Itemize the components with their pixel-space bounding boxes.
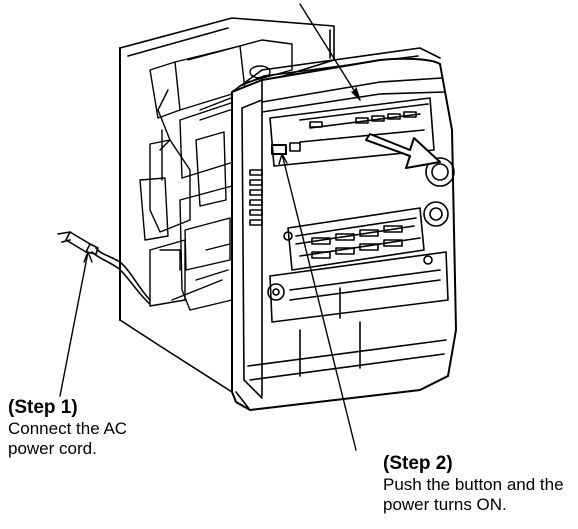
step1-title: (Step 1) bbox=[8, 397, 78, 418]
tray-arrow bbox=[365, 133, 441, 169]
ac-power-cord bbox=[57, 231, 151, 305]
step2-line-2: power turns ON. bbox=[383, 495, 507, 514]
step1-line-1: Connect the AC bbox=[8, 419, 128, 438]
top-leader-line bbox=[299, 3, 361, 101]
step1-leader-line bbox=[59, 251, 89, 397]
front-panel bbox=[231, 57, 457, 411]
step1-line-2: power cord. bbox=[8, 439, 97, 458]
step2-title: (Step 2) bbox=[383, 453, 453, 474]
step2-leader-line bbox=[281, 153, 357, 451]
step2-line-1: Push the button and the bbox=[383, 475, 564, 494]
chassis-rear-panel bbox=[119, 17, 335, 393]
